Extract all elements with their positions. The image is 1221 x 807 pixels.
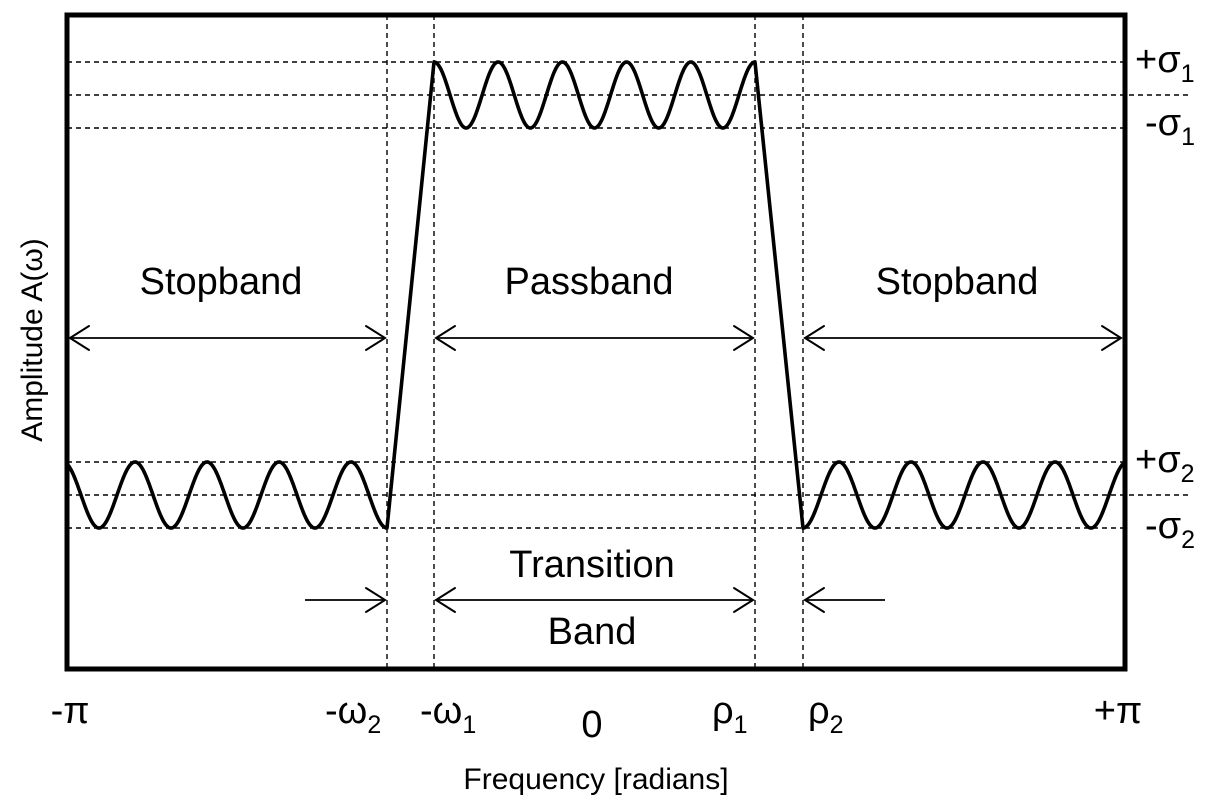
x-tick-plus-pi: +π — [1094, 690, 1142, 732]
band-edge-guides — [386, 15, 804, 669]
minus-sigma1-label: -σ1 — [1145, 102, 1195, 151]
minus-sigma2-label: -σ2 — [1145, 505, 1195, 554]
transition-label-line2: Band — [548, 611, 637, 653]
stopband-left-arrow — [68, 325, 387, 351]
passband-arrow — [434, 325, 755, 351]
x-tick-zero: 0 — [581, 704, 602, 746]
band-arrows — [68, 325, 1123, 613]
x-tick-rho1: ρ1 — [712, 690, 748, 739]
tolerance-guides — [67, 61, 1190, 529]
amplitude-response-curve — [67, 60, 1125, 530]
stopband-right-label: Stopband — [876, 261, 1039, 303]
plot-frame — [64, 12, 1128, 672]
x-tick-minus-pi: -π — [51, 690, 90, 732]
transition-outer-left-arrow — [305, 587, 387, 613]
transition-inner-arrow — [434, 587, 755, 613]
x-tick-minus-omega2: -ω2 — [325, 690, 381, 739]
plus-sigma2-label: +σ2 — [1135, 439, 1195, 488]
stopband-left-label: Stopband — [140, 261, 303, 303]
plus-sigma1-label: +σ1 — [1135, 39, 1195, 88]
transition-outer-right-arrow — [803, 587, 885, 613]
y-axis-title: Amplitude A(ω) — [16, 238, 49, 442]
transition-label-line1: Transition — [509, 544, 674, 586]
x-axis-title: Frequency [radians] — [463, 763, 728, 796]
passband-label: Passband — [504, 261, 673, 303]
x-tick-minus-omega1: -ω1 — [420, 690, 476, 739]
x-tick-rho2: ρ2 — [808, 690, 844, 739]
stopband-right-arrow — [803, 325, 1123, 351]
